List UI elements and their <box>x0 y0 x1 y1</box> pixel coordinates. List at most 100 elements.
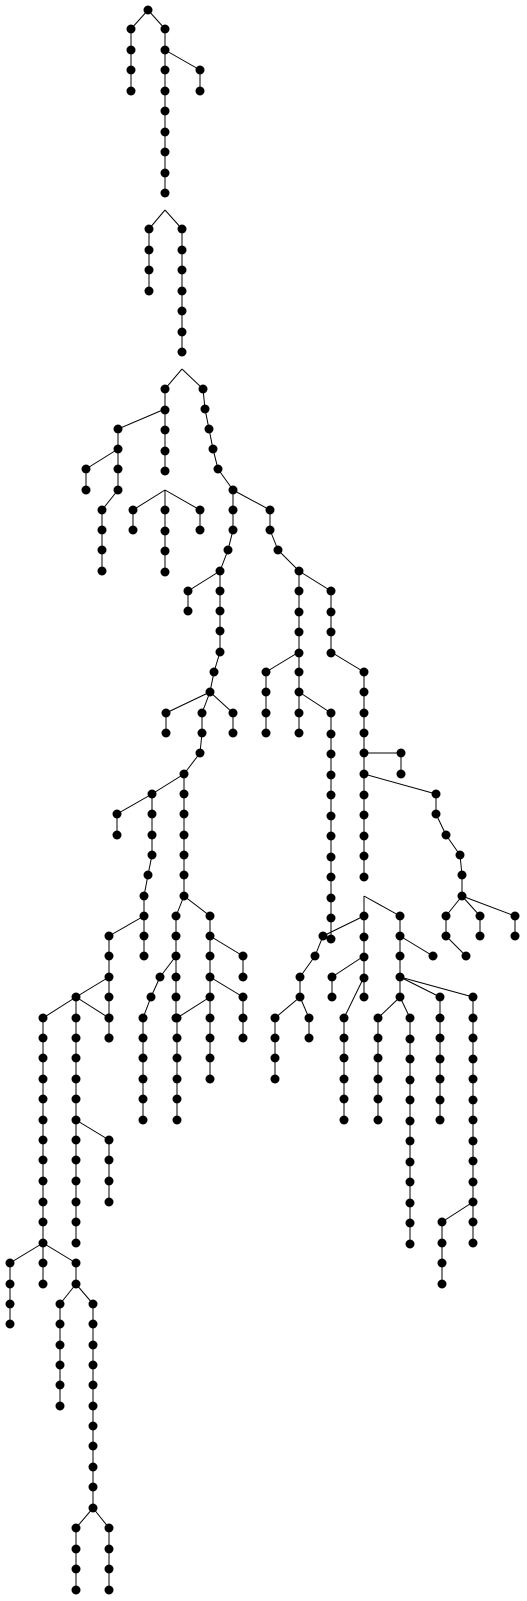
tree-node <box>160 466 170 476</box>
tree-node <box>160 188 170 198</box>
tree-edge <box>445 935 467 957</box>
tree-node <box>395 911 405 921</box>
tree-node <box>435 1115 445 1125</box>
tree-node <box>5 1279 15 1289</box>
tree-node <box>172 1094 182 1104</box>
tree-node <box>468 1238 478 1248</box>
tree-node <box>71 1155 81 1165</box>
tree-node <box>359 831 369 841</box>
tree-node <box>183 606 193 616</box>
tree-node <box>265 525 275 535</box>
tree-node <box>88 1360 98 1370</box>
tree-node <box>113 485 123 495</box>
tree-node <box>205 992 215 1002</box>
tree-node <box>171 911 181 921</box>
tree-node <box>71 1564 81 1574</box>
tree-edge <box>343 976 365 1019</box>
tree-node <box>431 809 441 819</box>
tree-node <box>223 545 233 555</box>
tree-node <box>160 505 170 515</box>
tree-node <box>160 425 170 435</box>
tree-node <box>468 1156 478 1166</box>
tree-node <box>88 1299 98 1309</box>
tree-node <box>318 931 328 941</box>
tree-edge <box>75 976 110 998</box>
tree-edge <box>399 935 434 957</box>
tree-node <box>468 1136 478 1146</box>
tree-node <box>38 1217 48 1227</box>
tree-node <box>326 648 336 658</box>
tree-edge <box>399 976 441 998</box>
tree-node <box>104 931 114 941</box>
tree-node <box>359 810 369 820</box>
tree-node <box>160 127 170 137</box>
tree-node <box>468 1177 478 1187</box>
tree-node <box>395 951 405 961</box>
tree-node <box>160 567 170 577</box>
tree-node <box>228 708 238 718</box>
tree-node <box>139 931 149 941</box>
tree-node <box>215 606 225 616</box>
tree-node <box>104 1544 114 1554</box>
tree-node <box>5 1319 15 1329</box>
tree-node <box>396 748 406 758</box>
tree-node <box>88 1421 98 1431</box>
tree-node <box>395 972 405 982</box>
tree-edge <box>399 976 474 998</box>
tree-node <box>71 992 81 1002</box>
tree-node <box>405 1157 415 1167</box>
tree-node <box>179 789 189 799</box>
tree-node <box>71 1258 81 1268</box>
tree-node <box>147 789 157 799</box>
tree-node <box>71 1197 81 1207</box>
tree-node <box>71 1115 81 1125</box>
tree-node <box>475 911 485 921</box>
tree-node <box>405 1177 415 1187</box>
tree-node <box>359 992 369 1002</box>
tree-node <box>104 992 114 1002</box>
tree-node <box>88 1401 98 1411</box>
tree-node <box>177 327 187 337</box>
tree-node <box>310 951 320 961</box>
tree-node <box>359 872 369 882</box>
tree-node <box>373 1053 383 1063</box>
tree-edge <box>117 408 166 430</box>
tree-node <box>209 667 219 677</box>
tree-node <box>126 65 136 75</box>
tree-node <box>208 444 218 454</box>
tree-node <box>228 485 238 495</box>
tree-node <box>238 951 248 961</box>
tree-node <box>104 1197 114 1207</box>
tree-node <box>183 586 193 596</box>
tree-node <box>238 972 248 982</box>
tree-node <box>128 505 138 515</box>
tree-node <box>88 1380 98 1390</box>
tree-node <box>270 1053 280 1063</box>
tree-node <box>38 1197 48 1207</box>
tree-node <box>359 790 369 800</box>
tree-node <box>160 526 170 536</box>
tree-node <box>198 384 208 394</box>
tree-node <box>326 607 336 617</box>
tree-node <box>55 1319 65 1329</box>
tree-node <box>205 1013 215 1023</box>
tree-node <box>294 648 304 658</box>
tree-node <box>295 992 305 1002</box>
tree-node <box>177 347 187 357</box>
tree-node <box>195 748 205 758</box>
tree-node <box>55 1299 65 1309</box>
tree-node <box>405 1075 415 1085</box>
tree-node <box>71 1279 81 1289</box>
tree-edge <box>277 549 300 572</box>
tree-node <box>304 1013 314 1023</box>
tree-node <box>475 931 485 941</box>
tree-node <box>195 525 205 535</box>
tree-node <box>138 1033 148 1043</box>
tree-node <box>143 5 153 15</box>
tree-node <box>294 708 304 718</box>
tree-node <box>139 911 149 921</box>
tree-edge <box>9 1242 44 1264</box>
tree-node <box>326 913 336 923</box>
tree-node <box>359 667 369 677</box>
tree-node <box>97 545 107 555</box>
